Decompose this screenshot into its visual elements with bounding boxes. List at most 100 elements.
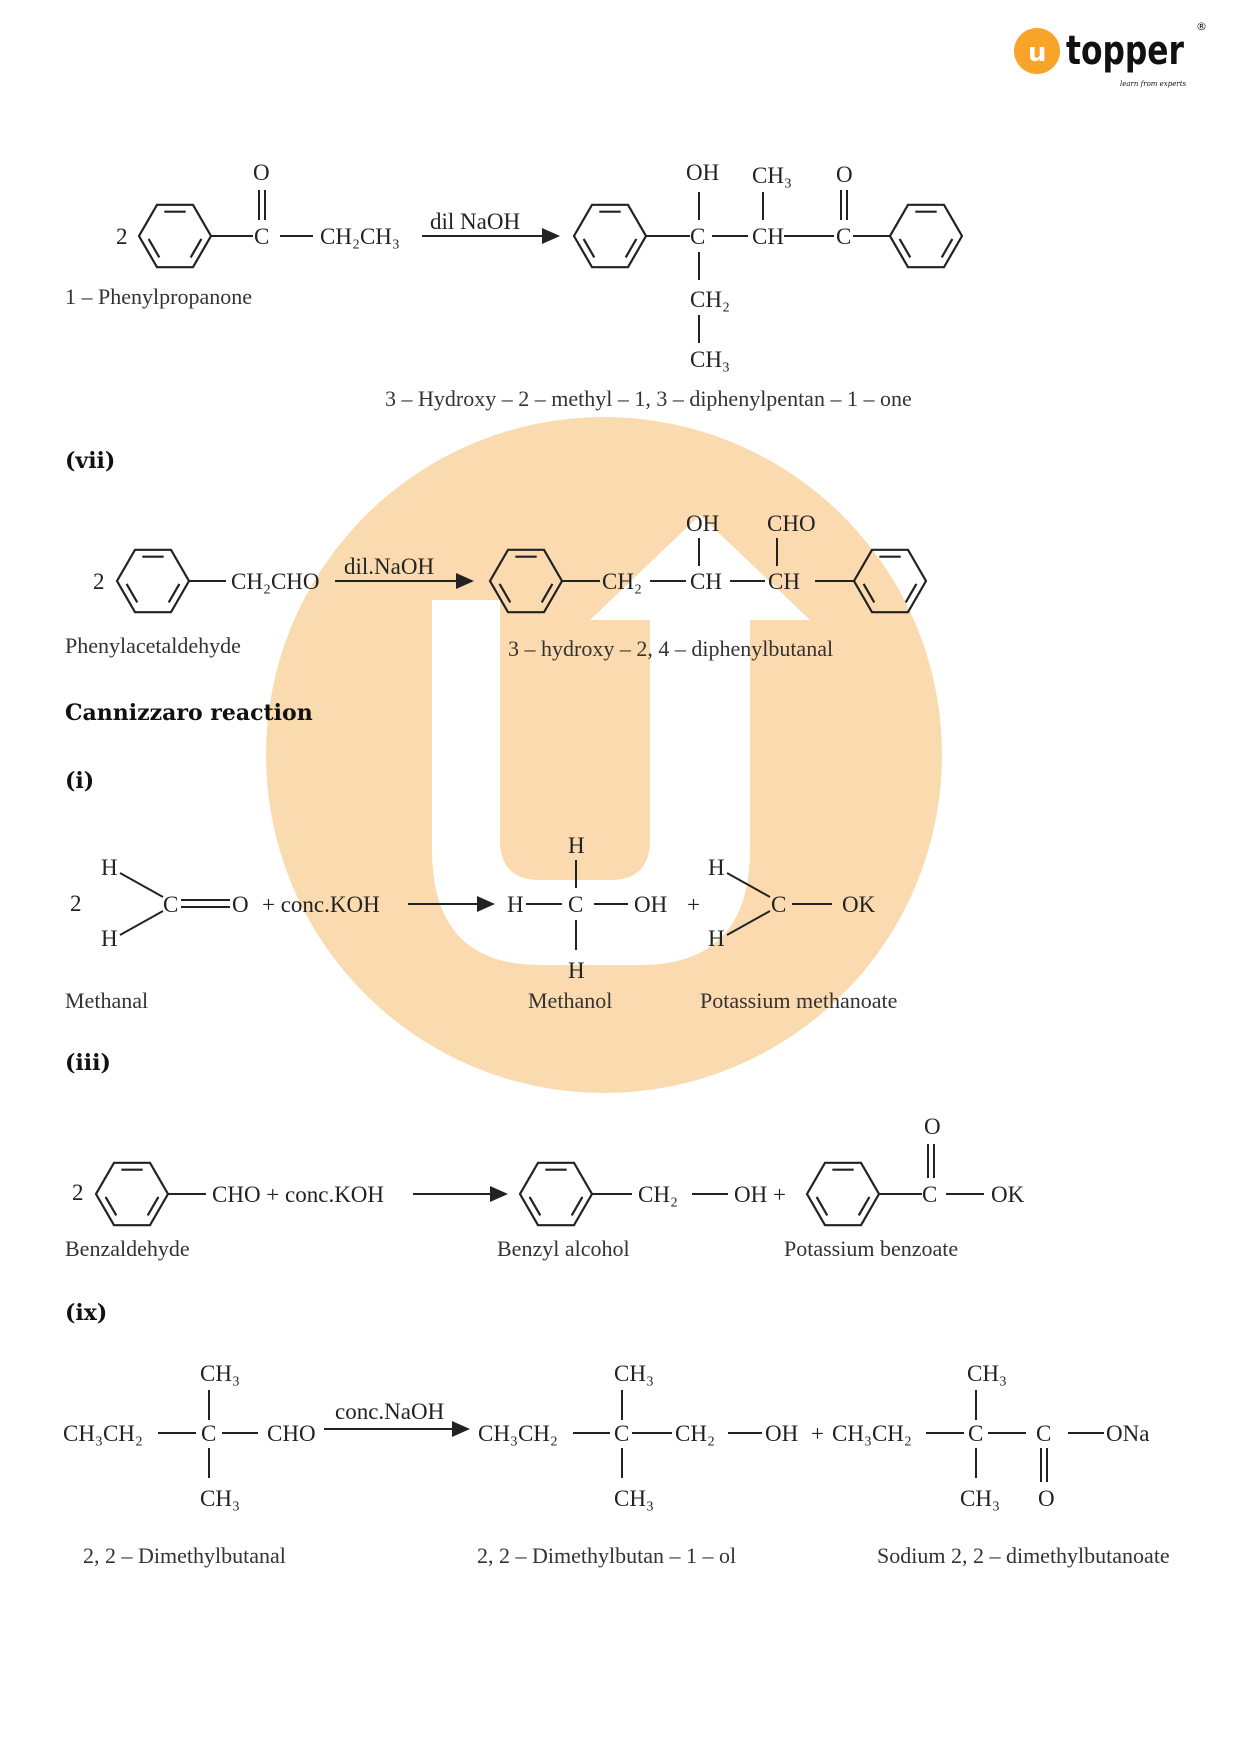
product-name: Potassium benzoate	[784, 1236, 958, 1261]
benzene-hexagon	[94, 1161, 170, 1227]
hydroxyl: OH	[634, 892, 667, 917]
logo-tagline: learn from experts	[1120, 80, 1187, 88]
chain: CH₃CH₂	[832, 1421, 912, 1446]
potassium-oxide: OK	[991, 1182, 1025, 1207]
coefficient: 2	[70, 891, 82, 916]
logo-circle-icon	[1014, 28, 1060, 74]
benzene-ring	[852, 548, 928, 614]
atom-o: O	[1038, 1486, 1055, 1511]
atom-h: H	[101, 926, 118, 951]
product-name: Methanol	[528, 988, 612, 1013]
double-bond	[624, 238, 638, 258]
double-bond	[904, 583, 918, 603]
reactant-name: Phenylacetaldehyde	[65, 633, 241, 658]
ch: CH	[768, 569, 800, 594]
benzene-hexagon	[137, 203, 213, 269]
reaction-cannizzaro-benzaldehyde: 2 CHO + conc.KOH CH₂ OH + C O OK Benzald…	[65, 1114, 1025, 1261]
logo-registered: ®	[1196, 20, 1207, 33]
benzene-ring	[488, 548, 564, 614]
hydroxyl: OH	[765, 1421, 798, 1446]
reactant-name: Methanal	[65, 988, 148, 1013]
chain: CH₃CH₂	[478, 1421, 558, 1446]
section-label-ix: (ix)	[65, 1300, 107, 1326]
aldehyde: CHO	[267, 1421, 316, 1446]
ch3: CH₃	[752, 163, 792, 188]
double-bond	[147, 238, 161, 258]
ch3: CH₃	[967, 1361, 1007, 1386]
reagent: dil.NaOH	[344, 554, 434, 579]
double-bond	[582, 238, 596, 258]
atom-c: C	[201, 1421, 216, 1446]
reactant-name: 2, 2 – Dimethylbutanal	[83, 1543, 286, 1568]
hydroxyl: OH +	[734, 1182, 786, 1207]
ch2: CH₂	[690, 287, 730, 312]
double-bond	[167, 583, 181, 603]
atom-c: C	[254, 224, 269, 249]
coefficient: 2	[116, 224, 128, 249]
topper-logo: u topper ® learn from experts	[1014, 20, 1207, 88]
atom-h: H	[708, 855, 725, 880]
benzene-ring	[572, 203, 648, 269]
plus-sign: +	[811, 1421, 824, 1446]
reaction-cannizzaro-methanal: 2 H H C O + conc.KOH H C H H OH + H H C …	[65, 833, 897, 1013]
atom-o: O	[253, 160, 270, 185]
atom-c: C	[836, 224, 851, 249]
benzene-hexagon	[518, 1161, 594, 1227]
atom-h: H	[568, 833, 585, 858]
double-bond	[146, 1196, 160, 1216]
atom-h: H	[101, 855, 118, 880]
atom-c: C	[771, 892, 786, 917]
ch3: CH₃	[200, 1361, 240, 1386]
double-bond	[570, 1196, 584, 1216]
double-bond	[940, 238, 954, 258]
chain: CH₂CHO	[231, 569, 320, 594]
reactant-chain: CHO + conc.KOH	[212, 1182, 384, 1207]
atom-o: O	[836, 162, 853, 187]
reactant-name: Benzaldehyde	[65, 1236, 190, 1261]
benzene-hexagon	[572, 203, 648, 269]
atom-h: H	[708, 926, 725, 951]
double-bond	[862, 583, 876, 603]
coefficient: 2	[72, 1180, 84, 1205]
benzene-ring	[518, 1161, 594, 1227]
product-name: Potassium methanoate	[700, 988, 897, 1013]
watermark-logo	[266, 417, 942, 1093]
double-bond	[189, 238, 203, 258]
double-bond	[857, 1196, 871, 1216]
logo-letter: u	[1028, 38, 1047, 68]
atom-o: O	[924, 1114, 941, 1139]
ch3: CH₃	[200, 1486, 240, 1511]
reagent: dil NaOH	[430, 209, 520, 234]
potassium-oxide: OK	[842, 892, 876, 917]
sodium-oxide: ONa	[1106, 1421, 1149, 1446]
section-heading: Cannizzaro reaction	[65, 700, 313, 726]
reagent: + conc.KOH	[262, 892, 380, 917]
coefficient: 2	[93, 569, 105, 594]
ch2: CH₂	[675, 1421, 715, 1446]
reaction-aldol-phenylpropanone: 2 C O CH₂CH₃ dil NaOH C OH CH₂ CH₃ CH CH…	[65, 160, 964, 411]
chain: CH₃CH₂	[63, 1421, 143, 1446]
atom-c: C	[922, 1182, 937, 1207]
aldehyde: CHO	[767, 511, 816, 536]
benzene-ring	[94, 1161, 170, 1227]
logo-brand: topper	[1066, 28, 1184, 74]
double-bond	[104, 1196, 118, 1216]
atom-c: C	[690, 224, 705, 249]
atom-h: H	[507, 892, 524, 917]
ch2: CH₂	[602, 569, 642, 594]
ch3: CH₃	[690, 347, 730, 372]
product-name: 3 – Hydroxy – 2 – methyl – 1, 3 – diphen…	[385, 386, 912, 411]
atom-c: C	[163, 892, 178, 917]
ch3: CH₃	[960, 1486, 1000, 1511]
benzene-ring	[137, 203, 213, 269]
plus-sign: +	[687, 892, 700, 917]
double-bond	[898, 238, 912, 258]
ch3: CH₃	[614, 1361, 654, 1386]
product-name: Sodium 2, 2 – dimethylbutanoate	[877, 1543, 1170, 1568]
benzene-ring	[805, 1161, 881, 1227]
reaction-cannizzaro-dimethylbutanal: CH₃CH₂ C CH₃ CH₃ CHO conc.NaOH CH₃CH₂ C …	[63, 1361, 1170, 1568]
ch: CH	[752, 224, 784, 249]
benzene-hexagon	[488, 548, 564, 614]
double-bond	[540, 583, 554, 603]
